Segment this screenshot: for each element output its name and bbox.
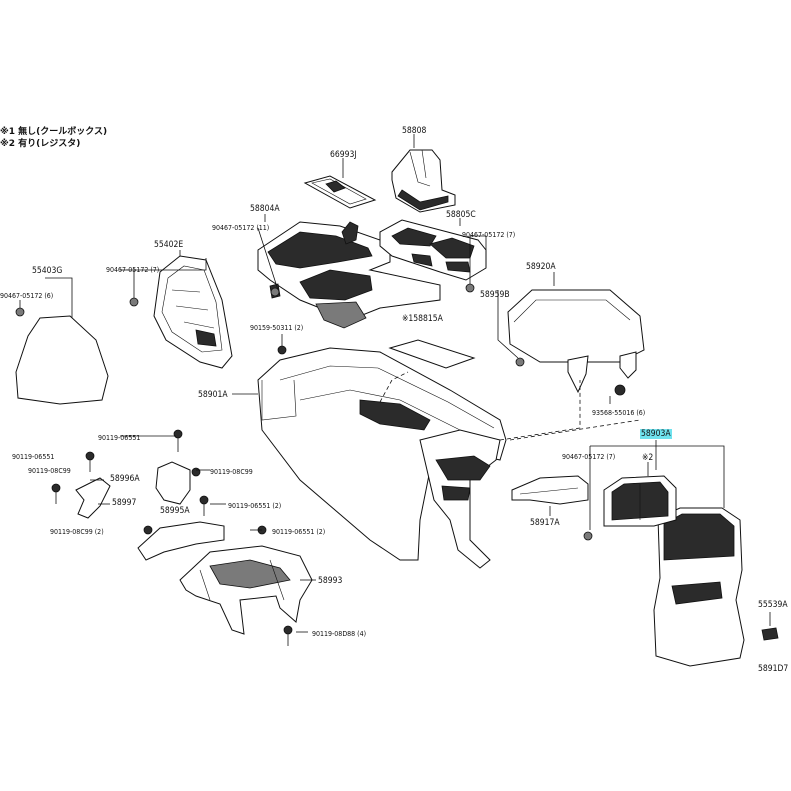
part-55539A[interactable] xyxy=(761,627,779,641)
part-58920A[interactable] xyxy=(507,289,645,394)
label-90159[interactable]: 90159-50311 (2) xyxy=(250,324,304,332)
label-90119-a[interactable]: 90119-06551 xyxy=(98,434,141,442)
label-58804A[interactable]: 58804A xyxy=(250,204,280,214)
label-90119-b[interactable]: 90119-06551 xyxy=(12,453,55,461)
label-58997[interactable]: 58997 xyxy=(112,498,137,508)
part-58805C[interactable] xyxy=(379,219,487,281)
label-58917A[interactable]: 58917A xyxy=(530,518,560,528)
label-90119-c[interactable]: 90119-08C99 xyxy=(28,467,71,475)
label-90119-f[interactable]: 90119-06551 (2) xyxy=(228,502,282,510)
label-90467-11[interactable]: 90467-05172 (11) xyxy=(212,224,270,232)
part-58804A[interactable] xyxy=(257,221,441,329)
part-58996A[interactable] xyxy=(155,461,191,505)
label-58996A[interactable]: 58996A xyxy=(110,474,140,484)
notes-block: ※1 無し(クールボックス) ※2 有り(レジスタ) xyxy=(0,126,107,150)
label-90119-e[interactable]: 90119-08C99 (2) xyxy=(50,528,104,536)
part-58997[interactable] xyxy=(75,477,111,519)
label-90119-g[interactable]: 90119-06551 (2) xyxy=(272,528,326,536)
label-66993J[interactable]: 66993J xyxy=(330,150,357,160)
label-55539A[interactable]: 55539A xyxy=(758,600,788,610)
label-55403G[interactable]: 55403G xyxy=(32,266,63,276)
part-58903A[interactable] xyxy=(653,507,745,667)
note-2: ※2 有り(レジスタ) xyxy=(0,139,81,149)
label-90467-7a[interactable]: 90467-05172 (7) xyxy=(462,231,516,239)
label-58920A[interactable]: 58920A xyxy=(526,262,556,272)
label-55402E[interactable]: 55402E xyxy=(154,240,184,250)
part-55402E[interactable] xyxy=(153,255,233,369)
part-58993[interactable] xyxy=(179,545,313,635)
part-58808[interactable] xyxy=(391,149,456,213)
label-5891D7: 5891D7 xyxy=(758,664,789,674)
label-58993[interactable]: 58993 xyxy=(318,576,343,586)
part-90159[interactable] xyxy=(277,345,287,355)
label-93568[interactable]: 93568-55016 (6) xyxy=(592,409,646,417)
label-note-2: ※2 xyxy=(642,453,654,463)
bolts xyxy=(51,429,293,646)
part-58901A[interactable] xyxy=(257,347,507,569)
label-90467-7b[interactable]: 90467-05172 (7) xyxy=(106,266,160,274)
label-58995A[interactable]: 58995A xyxy=(160,506,190,516)
part-55403G[interactable] xyxy=(15,315,109,405)
label-58805C[interactable]: 58805C xyxy=(446,210,476,220)
part-58815A[interactable] xyxy=(388,339,476,369)
label-58903A[interactable]: 58903A xyxy=(640,429,672,439)
label-58901A[interactable]: 58901A xyxy=(198,390,228,400)
label-58815A[interactable]: ※158815A xyxy=(402,314,443,324)
label-58808[interactable]: 58808 xyxy=(402,126,427,136)
part-58995A[interactable] xyxy=(137,521,225,561)
note-1: ※1 無し(クールボックス) xyxy=(0,127,108,137)
label-90119-d[interactable]: 90119-08C99 xyxy=(210,468,253,476)
label-90467-7c[interactable]: 90467-05172 (7) xyxy=(562,453,616,461)
label-90119-h[interactable]: 90119-08D88 (4) xyxy=(312,630,367,638)
part-register-vent[interactable] xyxy=(603,475,677,527)
label-58959B[interactable]: 58959B xyxy=(480,290,510,300)
part-58917A[interactable] xyxy=(511,475,589,505)
part-66993J[interactable] xyxy=(303,175,377,209)
label-90467-6[interactable]: 90467-05172 (6) xyxy=(0,292,54,300)
